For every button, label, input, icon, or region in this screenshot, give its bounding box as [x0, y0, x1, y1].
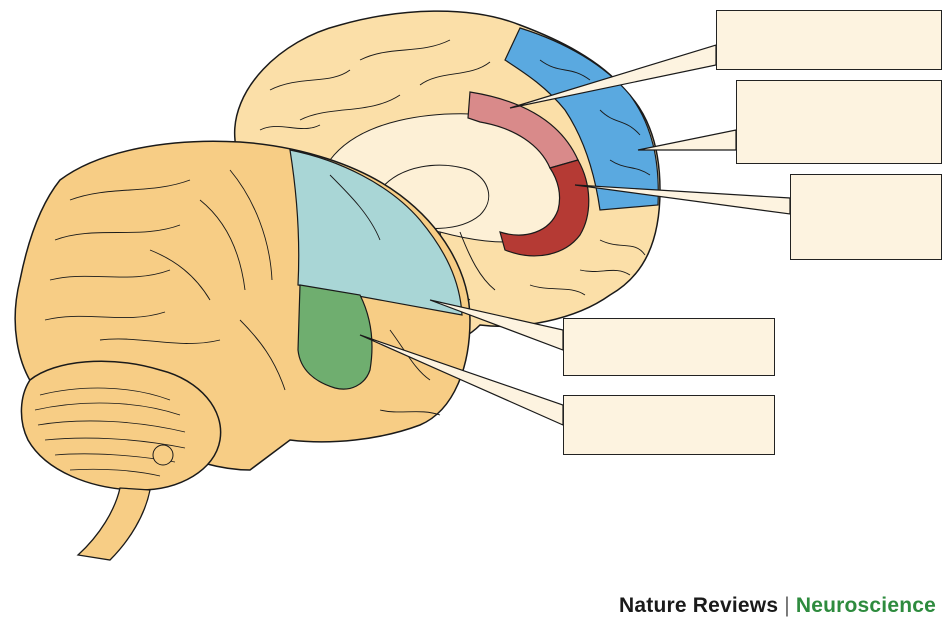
- credit-separator: |: [784, 594, 790, 617]
- brainstem: [76, 487, 151, 561]
- journal-name: Neuroscience: [795, 594, 936, 617]
- dark-red-region: [499, 159, 590, 257]
- label-box-1: [716, 10, 942, 70]
- medial-gyri: [259, 39, 651, 296]
- label-box-3: [790, 174, 942, 260]
- lateral-gyri: [44, 169, 441, 416]
- journal-credit: Nature Reviews|Neuroscience: [619, 594, 936, 618]
- pointer-lines: [359, 44, 791, 426]
- lateral-hemisphere: [14, 140, 471, 561]
- label-box-4: [563, 318, 775, 376]
- cerebellum-folia: [34, 387, 186, 477]
- teal-region: [289, 149, 463, 316]
- cerebellum-node: [152, 444, 174, 466]
- label-box-5: [563, 395, 775, 455]
- label-box-2: [736, 80, 942, 164]
- publisher-name: Nature Reviews: [619, 594, 779, 617]
- green-region: [297, 284, 373, 390]
